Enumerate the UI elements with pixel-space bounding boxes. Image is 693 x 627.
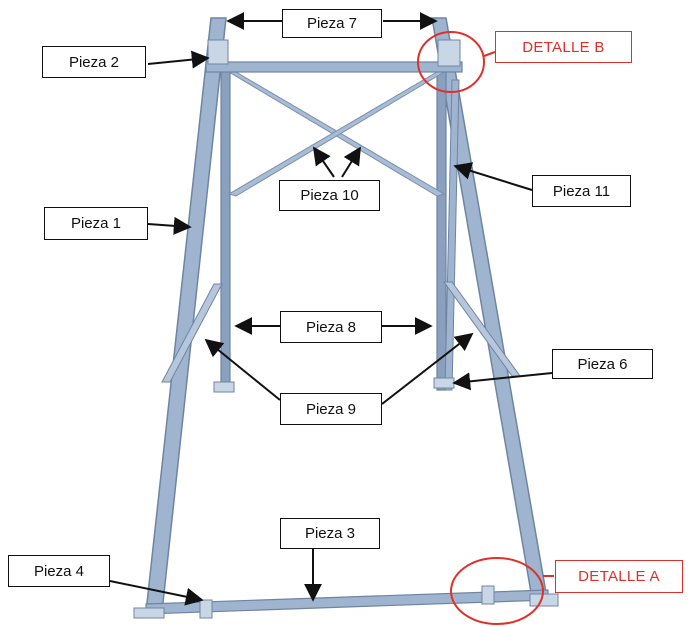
arrow-pieza11 (453, 162, 533, 191)
label-pieza-10: Pieza 10 (279, 180, 380, 211)
rear-leg-left (220, 67, 231, 391)
arrow-pieza2 (147, 50, 210, 69)
top-bracket-left (207, 39, 229, 65)
rear-foot-right (433, 377, 455, 389)
rear-leg-right (436, 67, 447, 391)
label-detalle-a: DETALLE A (555, 560, 683, 593)
rear-strut-right (444, 79, 460, 391)
bottom-clamp-right (481, 585, 495, 605)
arrow-pieza9-left (204, 338, 281, 401)
base-plate-right (529, 593, 559, 607)
side-support-left (161, 283, 223, 383)
callout-arrows (109, 12, 553, 606)
rear-foot-left (213, 381, 235, 393)
top-bar (205, 61, 463, 73)
detalle-a-circle (450, 557, 544, 625)
arrow-pieza6 (452, 372, 553, 391)
arrow-pieza9-right (381, 332, 474, 405)
front-leg-left (145, 17, 227, 613)
base-plate-left (133, 607, 165, 619)
detalle-b-circle (417, 31, 485, 93)
detalle-b-connector (483, 51, 496, 57)
label-pieza-6: Pieza 6 (552, 349, 653, 379)
label-pieza-3: Pieza 3 (280, 518, 380, 549)
bottom-clamp-left (199, 599, 213, 619)
label-pieza-9: Pieza 9 (280, 393, 382, 425)
arrow-pieza1 (147, 216, 192, 235)
label-pieza-1: Pieza 1 (44, 207, 148, 240)
label-pieza-4: Pieza 4 (8, 555, 110, 587)
label-pieza-2: Pieza 2 (42, 46, 146, 78)
label-pieza-11: Pieza 11 (532, 175, 631, 207)
top-bracket-right (437, 39, 461, 67)
label-detalle-b: DETALLE B (495, 31, 632, 63)
label-pieza-8: Pieza 8 (280, 311, 382, 343)
arrow-pieza10-right (341, 146, 361, 178)
arrow-pieza10-left (312, 146, 335, 178)
arrow-pieza4 (109, 580, 204, 606)
label-pieza-7: Pieza 7 (282, 9, 382, 38)
